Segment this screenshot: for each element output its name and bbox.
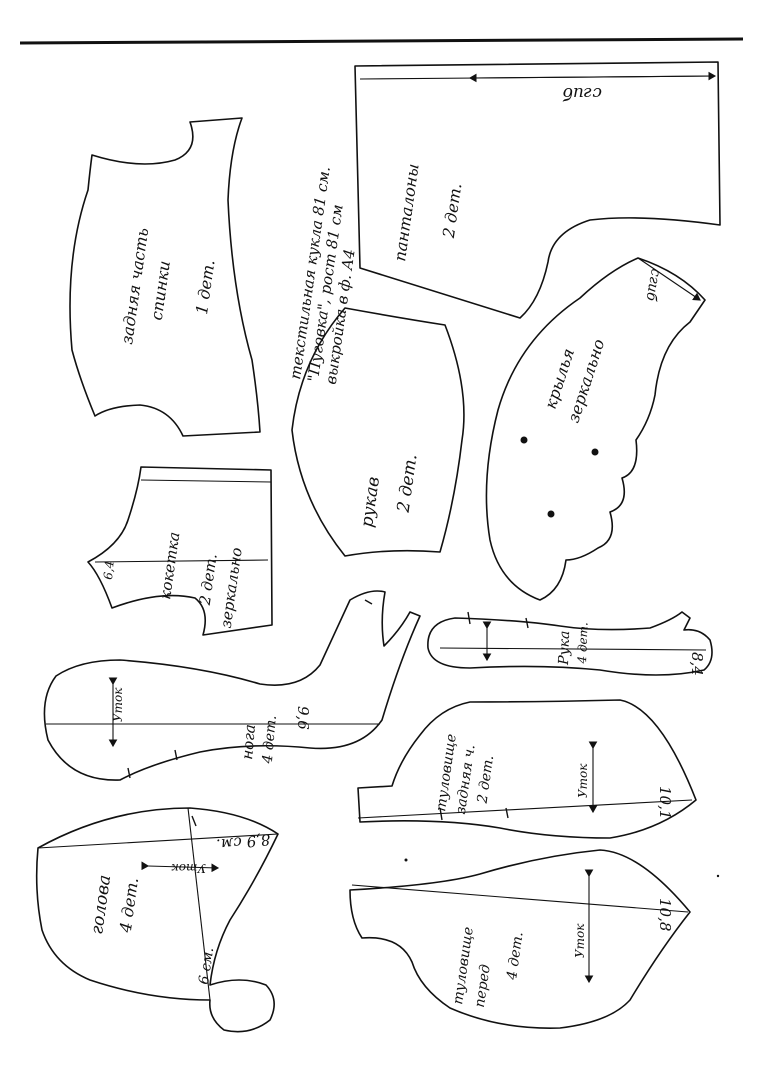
leg-notch-3 (364, 599, 373, 605)
torso-front-label-2: перед (472, 963, 494, 1008)
arm-size: 8,4 (688, 652, 706, 676)
back-label-1: задняя часть (117, 226, 152, 345)
wing-fold-line (637, 257, 701, 301)
bodice-top-line (140, 479, 272, 483)
torso-back-piece: Уток туловище задняя ч. 2 дет. 10,1 (357, 699, 697, 839)
leg-piece-outline (43, 590, 421, 781)
bodice-mark: 6,4 (101, 560, 117, 580)
arm-notch-1 (467, 611, 471, 625)
sleeve-label-2: 2 дет. (393, 453, 421, 515)
head-size: 8,9 см. (215, 830, 271, 854)
arm-center-line (439, 647, 707, 651)
leg-piece: Уток нога 4 дет. 9,6 (43, 590, 421, 781)
torso-back-notch-2 (505, 807, 509, 819)
pants-fold-label: сгиб (562, 83, 602, 103)
head-grain-label: Уток (171, 861, 206, 875)
pants-label-2: 2 дет. (439, 182, 466, 240)
wing-piece-outline (485, 257, 706, 601)
torso-back-label-3: 2 дет. (475, 754, 498, 805)
scan-speck-1 (404, 858, 408, 862)
arm-label-1: Рука (556, 630, 573, 666)
arm-piece: Рука 4 дет. 8,4 (427, 611, 713, 676)
head-width-line (37, 833, 279, 849)
torso-back-size: 10,1 (656, 786, 674, 819)
wing-marker-dot-3 (547, 510, 555, 518)
sleeve-label-1: рукав (357, 475, 384, 528)
head-piece-outline (35, 807, 279, 1033)
torso-front-label-3: 4 дет. (504, 931, 527, 982)
head-height-line (187, 807, 211, 1001)
sheet-title: текстильная кукла 81 см. "Пуговка", рост… (286, 165, 358, 385)
head-label-2: 4 дет. (116, 876, 143, 934)
leg-label-1: нога (238, 723, 259, 760)
torso-front-grain-label: Уток (573, 923, 587, 958)
wing-fold-label: сгиб (642, 267, 663, 302)
arm-notch-2 (525, 617, 529, 629)
scan-border (19, 37, 744, 45)
back-label-3: 1 дет. (192, 258, 218, 315)
arm-piece-outline (427, 611, 713, 676)
head-grain-arrow (141, 861, 220, 873)
wing-piece: сгиб крылья зеркально (485, 257, 706, 601)
scan-speck-2 (716, 874, 720, 878)
wing-marker-dot-1 (520, 436, 528, 444)
bodice-label-3: зеркально (217, 546, 246, 629)
leg-notch-2 (174, 749, 178, 761)
pants-piece-outline (354, 61, 721, 319)
wing-marker-dot-2 (591, 448, 599, 456)
torso-back-grain-label: Уток (576, 763, 590, 798)
head-notch-1 (191, 815, 197, 827)
head-piece: Уток 8,9 см. 6 см. голова 4 дет. (35, 807, 279, 1033)
back-piece: задняя часть спинки 1 дет. (69, 117, 261, 437)
pants-fold-line-2 (468, 73, 716, 83)
leg-size: 9,6 (294, 706, 312, 730)
torso-front-center-line (351, 884, 689, 913)
arm-label-2: 4 дет. (575, 622, 590, 665)
back-label-2: спинки (147, 259, 174, 321)
torso-front-piece: Уток туловище перед 4 дет. 10,8 (349, 849, 691, 1029)
torso-back-notch-1 (439, 807, 443, 821)
back-piece-outline (69, 117, 261, 437)
torso-front-piece-outline (349, 849, 691, 1029)
torso-back-center-line (357, 799, 693, 819)
leg-grain-label: Уток (111, 687, 125, 722)
bodice-piece: 6,4 кокетка 2 дет. зеркально (87, 466, 273, 636)
head-label-1: голова (87, 874, 115, 936)
leg-label-2: 4 дет. (260, 715, 280, 765)
torso-front-size: 10,8 (656, 898, 674, 931)
pants-piece: сгиб панталоны 2 дет. (354, 61, 721, 319)
bodice-label-1: кокетка (156, 531, 183, 601)
bodice-center-line (94, 559, 269, 563)
torso-back-piece-outline (357, 699, 697, 839)
pants-label-1: панталоны (390, 162, 423, 262)
head-height: 6 см. (196, 946, 217, 985)
sleeve-piece-outline (291, 307, 465, 557)
bodice-piece-outline (87, 466, 273, 636)
leg-notch-1 (127, 767, 131, 779)
